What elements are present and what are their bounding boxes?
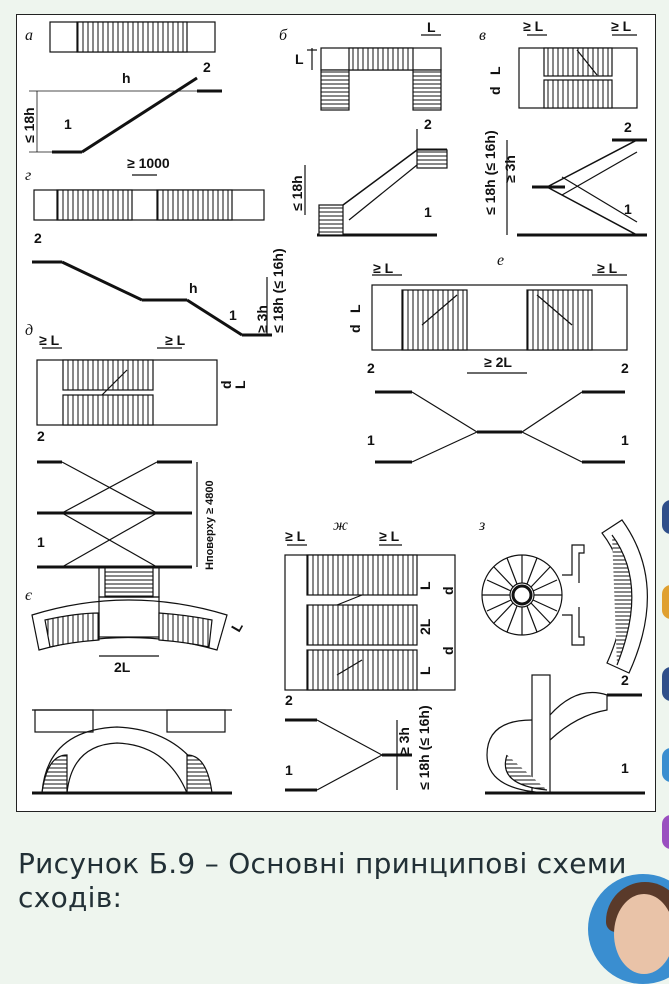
scheme-v — [506, 34, 647, 237]
zh-label-2: 2 — [285, 692, 293, 708]
v-label-geL-left: ≥ L — [523, 18, 544, 34]
scheme-zh — [284, 544, 456, 792]
side-control-3[interactable] — [662, 667, 669, 701]
b-label-2: 2 — [424, 116, 432, 132]
v-label-le18h16: ≤ 18h (≤ 16h) — [482, 130, 498, 215]
side-control-1[interactable] — [662, 500, 669, 534]
caption-line-2: сходів: — [18, 881, 123, 914]
v-label-d: d — [487, 86, 503, 95]
g-label-2: 2 — [34, 230, 42, 246]
scheme-b — [304, 34, 448, 237]
scheme-a — [29, 21, 222, 154]
scheme-ye — [31, 566, 232, 795]
zh-label-geL-left: ≥ L — [285, 528, 306, 544]
e-label-2-right: 2 — [621, 360, 629, 376]
panel-label-v: в — [479, 27, 486, 44]
d-label-2: 2 — [37, 428, 45, 444]
z-label-1: 1 — [621, 760, 629, 776]
panel-label-e: е — [497, 252, 504, 269]
d-label-1: 1 — [37, 534, 45, 550]
d-label-d: d — [218, 380, 234, 389]
b-label-L-top: L — [427, 19, 436, 35]
scheme-g — [32, 174, 272, 337]
d-label-geL-right: ≥ L — [165, 332, 186, 348]
panel-label-b: б — [279, 27, 288, 44]
g-label-ge3h: ≥ 3h — [254, 305, 270, 333]
side-control-5[interactable] — [662, 815, 669, 849]
panel-label-z: з — [478, 517, 485, 534]
drawing-sheet: а б в г д е є ж з 2 1 h ≤ 18h L L 2 1 ≤ … — [16, 14, 656, 812]
g-label-le18h16: ≤ 18h (≤ 16h) — [270, 248, 286, 333]
caption-line-1: Рисунок Б.9 – Основні принципові схеми — [18, 847, 627, 880]
a-label-le18h: ≤ 18h — [21, 107, 37, 143]
g-label-1: 1 — [229, 307, 237, 323]
a-label-2: 2 — [203, 59, 211, 75]
d-label-geL-left: ≥ L — [39, 332, 60, 348]
panel-label-d: д — [25, 322, 33, 339]
panel-label-zh: ж — [333, 517, 348, 534]
zh-label-ge3h: ≥ 3h — [396, 727, 412, 755]
e-label-1-left: 1 — [367, 432, 375, 448]
e-label-geL-left: ≥ L — [373, 260, 394, 276]
zh-label-L-bottom: L — [417, 666, 433, 675]
zh-label-geL-right: ≥ L — [379, 528, 400, 544]
e-label-geL-right: ≥ L — [597, 260, 618, 276]
zh-label-d-bottom: d — [440, 646, 456, 655]
zh-label-1: 1 — [285, 762, 293, 778]
b-label-le18h: ≤ 18h — [289, 175, 305, 211]
ye-label-L: L — [228, 619, 246, 635]
e-label-d: d — [347, 324, 363, 333]
v-label-1: 1 — [624, 201, 632, 217]
a-label-h: h — [122, 70, 131, 86]
d-label-hfloor: Hповерху ≥ 4800 — [204, 480, 216, 570]
scheme-z — [481, 519, 648, 795]
zh-label-L-top: L — [417, 581, 433, 590]
side-control-2[interactable] — [662, 585, 669, 619]
g-label-h: h — [189, 280, 198, 296]
v-label-2: 2 — [624, 119, 632, 135]
panel-label-ye: є — [25, 587, 32, 604]
e-label-1-right: 1 — [621, 432, 629, 448]
stair-schemes-diagram: а б в г д е є ж з 2 1 h ≤ 18h L L 2 1 ≤ … — [21, 18, 648, 795]
panel-label-g: г — [25, 167, 31, 184]
panel-label-a: а — [25, 27, 33, 44]
scheme-d — [36, 347, 218, 569]
e-label-2-left: 2 — [367, 360, 375, 376]
b-label-L-left: L — [295, 51, 304, 67]
d-label-L: L — [232, 380, 248, 389]
zh-label-2L: 2L — [417, 618, 433, 635]
side-control-4[interactable] — [662, 748, 669, 782]
b-label-1: 1 — [424, 204, 432, 220]
a-label-1: 1 — [64, 116, 72, 132]
v-label-L: L — [487, 66, 503, 75]
avatar-face — [614, 894, 669, 974]
zh-label-d-top: d — [440, 586, 456, 595]
v-label-geL-right: ≥ L — [611, 18, 632, 34]
e-label-L: L — [347, 304, 363, 313]
figure-caption: Рисунок Б.9 – Основні принципові схеми с… — [18, 847, 658, 915]
ye-label-2L: 2L — [114, 659, 131, 675]
z-label-2: 2 — [621, 672, 629, 688]
scheme-e — [371, 274, 628, 464]
zh-label-le18h16: ≤ 18h (≤ 16h) — [416, 705, 432, 790]
g-label-ge1000: ≥ 1000 — [127, 155, 170, 171]
v-label-ge3h: ≥ 3h — [502, 155, 518, 183]
e-label-ge2L: ≥ 2L — [484, 354, 512, 370]
